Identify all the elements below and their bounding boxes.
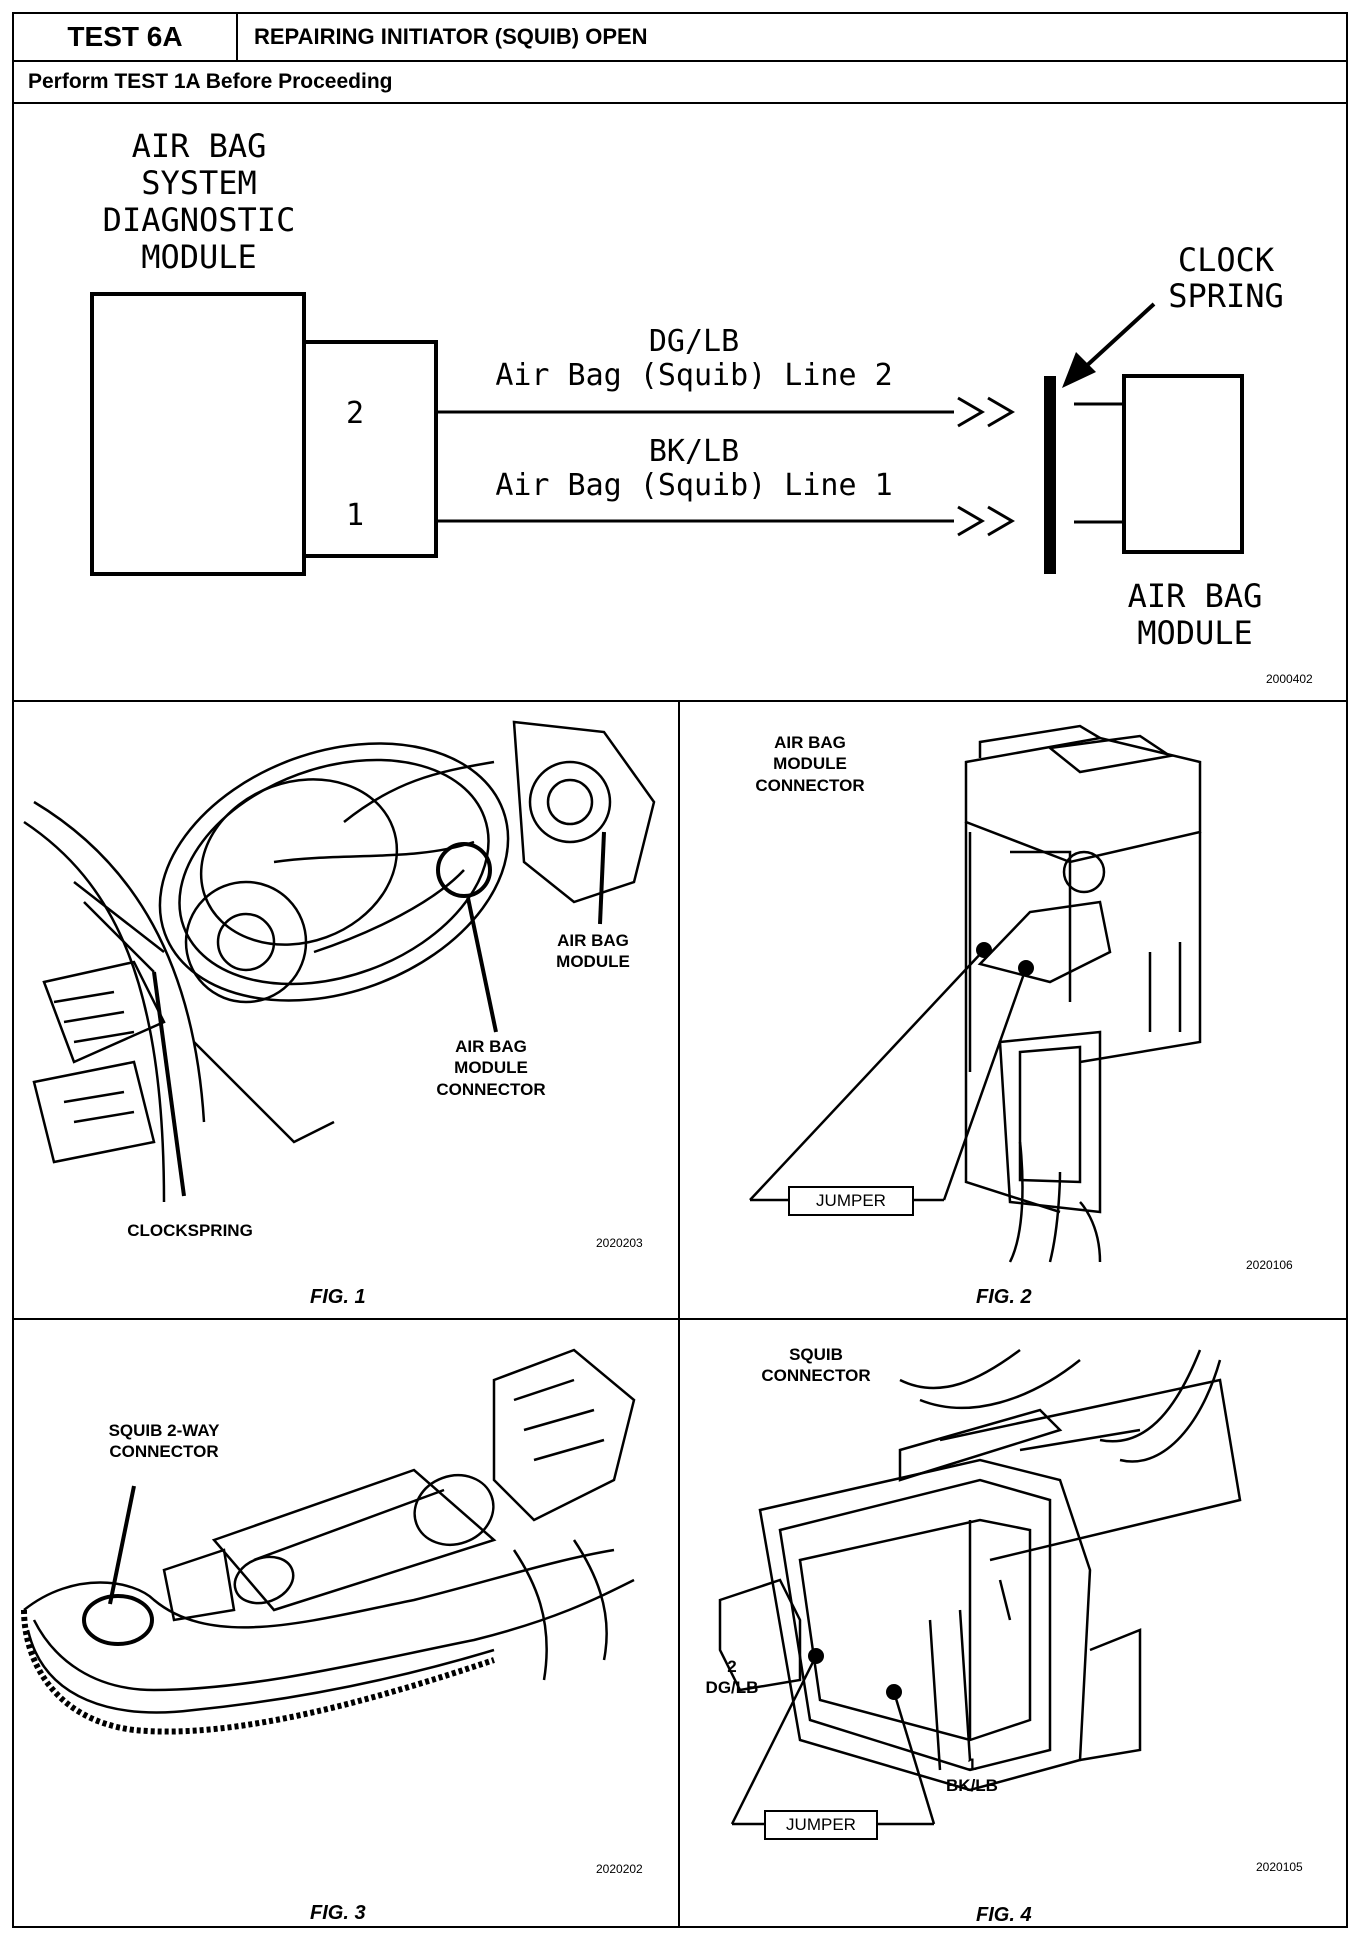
fig2-code: 2020106 — [1246, 1258, 1293, 1272]
schematic-panel: AIR BAG SYSTEM DIAGNOSTIC MODULE 2 1 DG/… — [12, 102, 1348, 702]
fig2-connector-label: AIR BAG MODULE CONNECTOR — [755, 733, 865, 795]
fig4-pin1-label: 1 BK/LB — [946, 1755, 998, 1796]
fig3-panel: SQUIB 2-WAY CONNECTOR 2020202 FIG. 3 — [12, 1318, 680, 1928]
wire-1-label: Air Bag (Squib) Line 1 — [495, 468, 893, 503]
fig2-jumper-label: JUMPER — [788, 1186, 914, 1216]
fig1-panel: AIR BAG MODULE AIR BAG MODULE CONNECTOR … — [12, 700, 680, 1320]
wire-2-label: Air Bag (Squib) Line 2 — [495, 358, 893, 393]
fig3-caption: FIG. 3 — [310, 1902, 366, 1924]
wire-1-color: BK/LB — [648, 434, 740, 469]
fig2-panel: AIR BAG MODULE CONNECTOR — [678, 700, 1348, 1320]
schematic-code: 2000402 — [1266, 672, 1313, 686]
fig2-caption: FIG. 2 — [976, 1286, 1032, 1308]
fig4-panel: SQUIB CONNECTOR 2 — [678, 1318, 1348, 1928]
test-id: TEST 6A — [12, 12, 238, 62]
squib-connector-illustration — [718, 1348, 1242, 1826]
clock-spring-label: CLOCK SPRING — [1168, 241, 1284, 315]
module-connector-box — [302, 340, 438, 558]
fig1-airbag-module-label: AIR BAG MODULE — [556, 931, 630, 972]
fig3-connector-label: SQUIB 2-WAY CONNECTOR — [108, 1421, 220, 1462]
fig1-connector-label: AIR BAG MODULE CONNECTOR — [436, 1037, 546, 1099]
fig4-caption: FIG. 4 — [976, 1904, 1032, 1926]
fig4-code: 2020105 — [1256, 1860, 1303, 1874]
pin-1-label: 1 — [346, 498, 365, 533]
prerequisite-note: Perform TEST 1A Before Proceeding — [12, 60, 1348, 104]
module-connector-illustration — [749, 724, 1202, 1263]
fig1-caption: FIG. 1 — [310, 1286, 366, 1308]
fig1-code: 2020203 — [596, 1236, 643, 1250]
schematic-wires — [436, 302, 1244, 574]
fig1-clockspring-label: CLOCKSPRING — [127, 1221, 253, 1240]
pin-2-label: 2 — [346, 396, 365, 431]
fig4-connector-label: SQUIB CONNECTOR — [761, 1345, 871, 1386]
page-title: REPAIRING INITIATOR (SQUIB) OPEN — [236, 12, 1348, 62]
airbag-module-label: AIR BAG MODULE — [1127, 577, 1263, 652]
fig4-pin2-label: 2 DG/LB — [705, 1657, 759, 1698]
fig4-jumper-label: JUMPER — [764, 1810, 878, 1840]
steering-wheel-illustration — [23, 720, 656, 1203]
fig3-code: 2020202 — [596, 1862, 643, 1876]
wire-2-color: DG/LB — [648, 324, 740, 359]
steering-column-illustration — [21, 1348, 636, 1735]
diagnostic-module-title: AIR BAG SYSTEM DIAGNOSTIC MODULE — [102, 127, 296, 276]
